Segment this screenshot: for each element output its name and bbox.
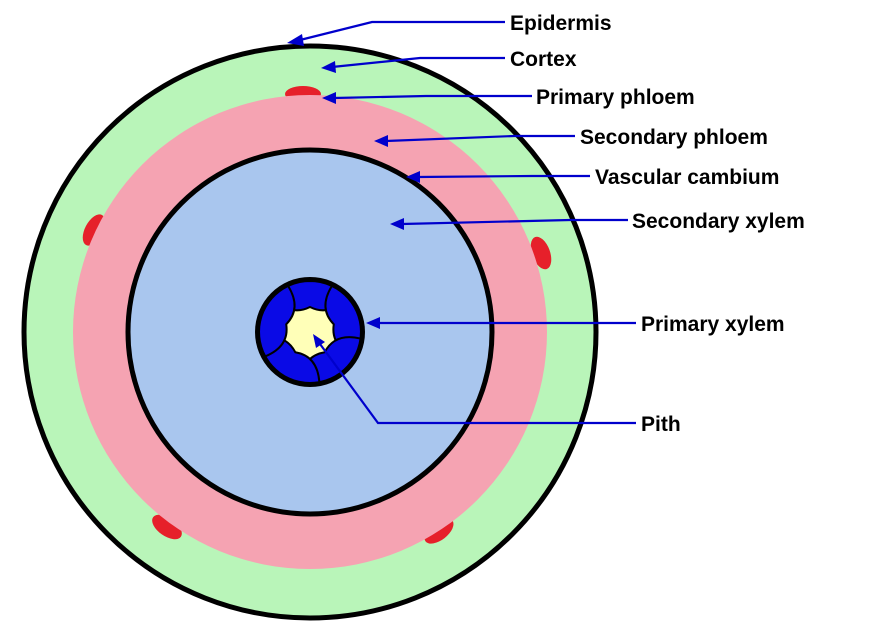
- epidermis-arrow: [287, 22, 505, 46]
- label-cortex: Cortex: [510, 48, 577, 71]
- label-epidermis: Epidermis: [510, 12, 612, 35]
- label-pith: Pith: [641, 413, 681, 436]
- label-secondary-phloem: Secondary phloem: [580, 126, 768, 149]
- label-vascular-cambium: Vascular cambium: [595, 166, 779, 189]
- label-primary-xylem: Primary xylem: [641, 313, 785, 336]
- label-primary-phloem: Primary phloem: [536, 86, 695, 109]
- label-secondary-xylem: Secondary xylem: [632, 210, 805, 233]
